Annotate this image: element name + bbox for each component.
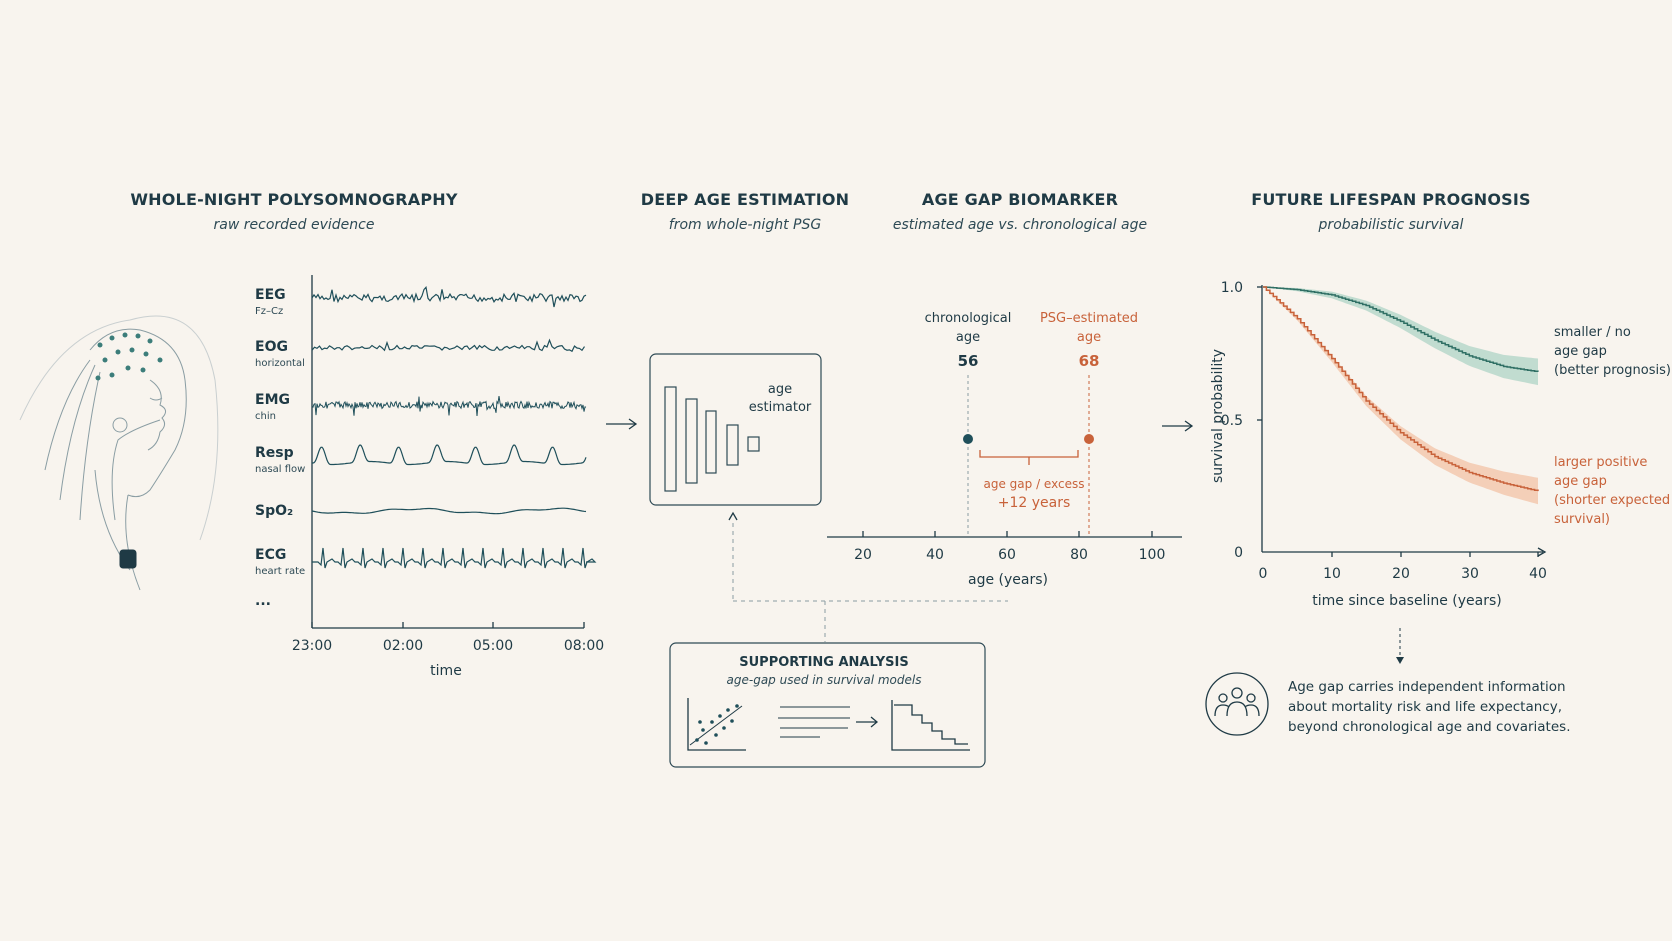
conclusion-line-1: Age gap carries independent information <box>1288 679 1566 695</box>
channel-label-emg: EMG <box>255 392 290 408</box>
channel-sub-eeg: Fz–Cz <box>255 306 283 317</box>
age-tick: 100 <box>1139 547 1166 563</box>
survival-x-label: time since baseline (years) <box>1312 593 1501 609</box>
chrono-marker <box>963 434 973 444</box>
channel-sub-emg: chin <box>255 411 276 422</box>
age-axis-label: age (years) <box>968 572 1048 588</box>
estimator-label-1: age <box>768 382 792 397</box>
psg-title: WHOLE-NIGHT POLYSOMNOGRAPHY <box>130 190 458 209</box>
supporting-subtitle: age-gap used in survival models <box>727 673 922 687</box>
est-label-1: PSG–estimated <box>1040 311 1138 326</box>
estimator-label-2: estimator <box>749 400 812 415</box>
time-tick: 05:00 <box>473 638 513 654</box>
orange-label-3: (shorter expected <box>1554 493 1670 508</box>
channel-more: ... <box>255 593 271 609</box>
psg-subtitle: raw recorded evidence <box>214 217 375 233</box>
emg-signal <box>311 396 587 416</box>
channel-label-ecg: ECG <box>255 547 286 563</box>
channel-label-eog: EOG <box>255 339 288 355</box>
est-marker <box>1084 434 1094 444</box>
survival-chart: 1.0 0.5 0 0 10 20 30 40 time since basel… <box>1210 280 1671 609</box>
x-tick: 0 <box>1259 566 1268 582</box>
green-confidence-band <box>1263 287 1538 386</box>
arrow-right-icon <box>1162 420 1194 432</box>
conclusion-line-3: beyond chronological age and covariates. <box>1288 719 1571 735</box>
x-tick: 40 <box>1529 566 1547 582</box>
gap-value: +12 years <box>998 495 1071 511</box>
supporting-title: SUPPORTING ANALYSIS <box>739 655 908 670</box>
orange-label-4: survival) <box>1554 512 1610 527</box>
channel-sub-ecg: heart rate <box>255 566 305 577</box>
time-tick: 02:00 <box>383 638 423 654</box>
time-tick: 08:00 <box>564 638 604 654</box>
future-subtitle: probabilistic survival <box>1318 217 1464 233</box>
arrow-right-icon <box>856 716 879 728</box>
eeg-signal <box>311 285 587 308</box>
est-label-2: age <box>1077 330 1101 345</box>
supporting-analysis-box <box>669 642 986 768</box>
age-tick: 20 <box>854 547 872 563</box>
dashed-connector <box>732 523 1008 642</box>
x-axis-arrow-icon <box>1537 547 1547 557</box>
channel-label-resp: Resp <box>255 445 294 461</box>
gap-bracket <box>979 450 1079 465</box>
green-survival-line <box>1263 286 1539 373</box>
chrono-label-1: chronological <box>925 311 1012 326</box>
spo2-signal <box>311 507 587 515</box>
survival-y-label: survival probability <box>1210 349 1226 483</box>
arrow-down-icon <box>1396 657 1404 664</box>
gap-subtitle: estimated age vs. chronological age <box>893 217 1147 233</box>
y-tick: 1.0 <box>1221 280 1243 296</box>
est-value: 68 <box>1079 352 1100 370</box>
y-tick: 0.5 <box>1221 413 1243 429</box>
channel-labels: EEG Fz–Cz EOG horizontal EMG chin Resp n… <box>255 287 305 609</box>
orange-survival-line <box>1263 286 1539 492</box>
eeg-cap-electrodes <box>95 332 163 381</box>
y-tick: 0 <box>1234 545 1243 561</box>
channel-label-eeg: EEG <box>255 287 286 303</box>
arrow-right-icon <box>606 418 638 430</box>
chrono-label-2: age <box>956 330 980 345</box>
x-tick: 10 <box>1323 566 1341 582</box>
x-tick: 30 <box>1461 566 1479 582</box>
green-label-1: smaller / no <box>1554 325 1631 340</box>
age-tick: 40 <box>926 547 944 563</box>
green-label-2: age gap <box>1554 344 1607 359</box>
channel-label-spo2: SpO₂ <box>255 503 293 519</box>
psg-time-ticks: 23:00 02:00 05:00 08:00 time <box>292 622 604 679</box>
time-tick: 23:00 <box>292 638 332 654</box>
x-tick: 20 <box>1392 566 1410 582</box>
model-lines-icon <box>778 706 850 738</box>
deep-title: DEEP AGE ESTIMATION <box>641 190 850 209</box>
resp-signal <box>312 444 587 466</box>
gap-title: AGE GAP BIOMARKER <box>922 190 1118 209</box>
orange-label-2: age gap <box>1554 474 1607 489</box>
gap-label: age gap / excess <box>984 477 1085 491</box>
ecg-signal <box>312 547 597 569</box>
age-gap-panel: chronological age 56 PSG–estimated age 6… <box>827 311 1182 588</box>
channel-sub-resp: nasal flow <box>255 464 305 475</box>
eog-signal <box>311 338 585 353</box>
orange-confidence-band <box>1263 287 1538 505</box>
future-title: FUTURE LIFESPAN PROGNOSIS <box>1251 190 1531 209</box>
time-axis-label: time <box>430 663 462 679</box>
deep-subtitle: from whole-night PSG <box>669 217 822 233</box>
people-icon <box>1205 672 1269 736</box>
orange-label-1: larger positive <box>1554 455 1647 470</box>
green-label-3: (better prognosis) <box>1554 363 1671 378</box>
chrono-value: 56 <box>958 352 979 370</box>
age-tick: 60 <box>998 547 1016 563</box>
scatter-plot-icon <box>687 698 746 751</box>
sleeping-head-illustration <box>19 315 219 591</box>
arrow-up-icon <box>728 511 738 521</box>
cnn-layers-icon <box>664 386 760 492</box>
step-survival-icon <box>891 700 970 751</box>
age-tick: 80 <box>1070 547 1088 563</box>
conclusion-line-2: about mortality risk and life expectancy… <box>1288 699 1562 715</box>
channel-sub-eog: horizontal <box>255 358 305 369</box>
estimator-box <box>649 353 822 506</box>
